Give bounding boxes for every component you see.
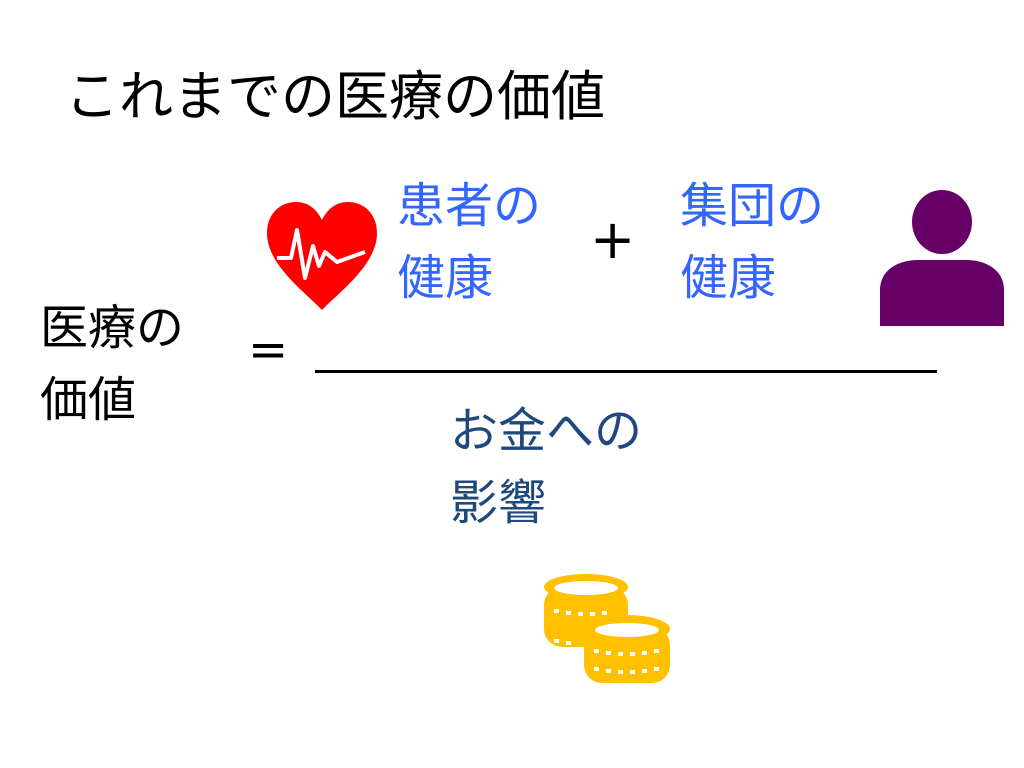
patient-health-line2: 健康 <box>397 250 494 306</box>
fraction-line <box>315 370 937 373</box>
population-health-line1: 集団の <box>680 178 825 234</box>
plus-sign: + <box>590 208 636 271</box>
financial-impact-label: お金への 影響 <box>450 395 642 539</box>
coins-icon <box>544 574 670 683</box>
heart-pulse-icon <box>267 202 377 310</box>
patient-health-line1: 患者の <box>397 178 542 234</box>
population-health-label: 集団の 健康 <box>680 170 824 314</box>
lhs-label: 医療の 価値 <box>40 292 184 436</box>
lhs-line2: 価値 <box>40 372 137 428</box>
financial-impact-line1: お金への <box>450 403 643 459</box>
lhs-line1: 医療の <box>40 300 185 356</box>
equals-sign: = <box>248 322 289 378</box>
financial-impact-line2: 影響 <box>450 475 547 531</box>
person-icon <box>880 190 1004 326</box>
patient-health-label: 患者の 健康 <box>397 170 541 314</box>
population-health-line2: 健康 <box>680 250 777 306</box>
slide-title: これまでの医療の価値 <box>65 65 605 128</box>
